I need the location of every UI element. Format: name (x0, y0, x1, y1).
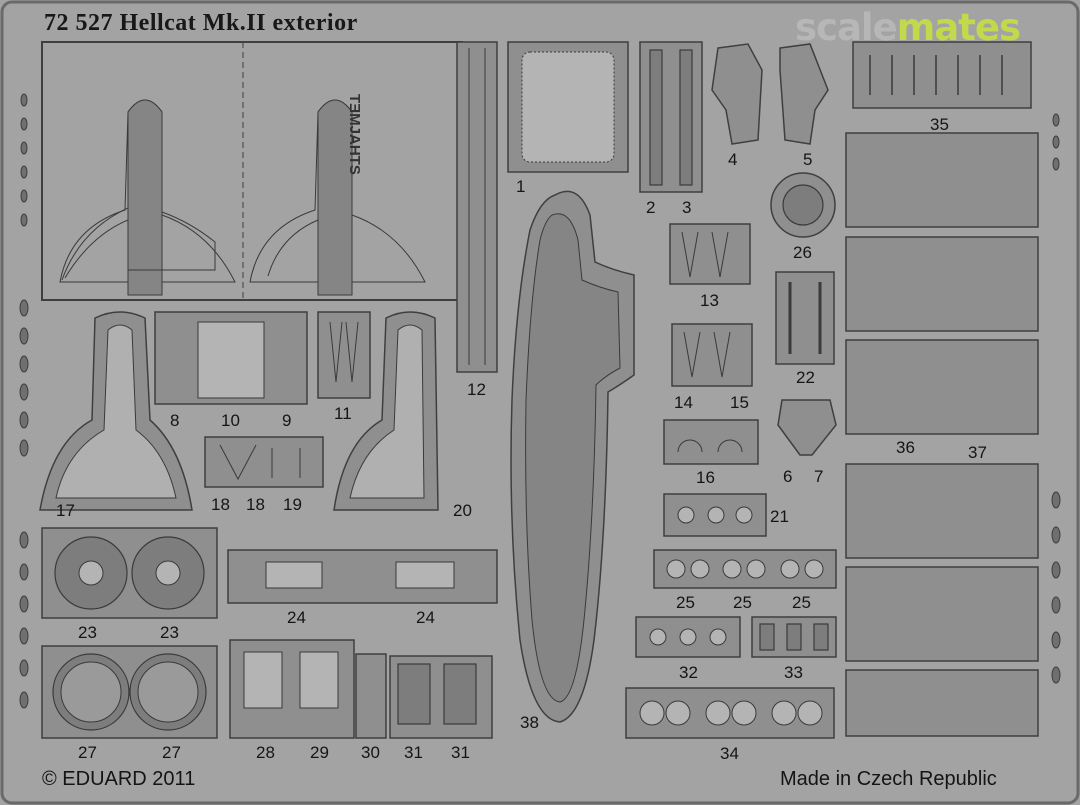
label-12: 12 (467, 380, 486, 399)
fret-title: 72 527 Hellcat Mk.II exterior (44, 10, 358, 36)
label-3: 3 (682, 198, 692, 217)
part-14-15 (671, 323, 753, 387)
label-18a: 18 (211, 495, 230, 514)
label-23a: 23 (78, 623, 97, 642)
part-4 (711, 43, 763, 145)
part-17 (39, 311, 193, 511)
part-5 (779, 43, 829, 145)
label-32: 32 (679, 663, 698, 682)
label-27b: 27 (162, 743, 181, 762)
label-27a: 27 (78, 743, 97, 762)
part-22 (775, 271, 835, 365)
label-21: 21 (770, 507, 789, 526)
label-34: 34 (720, 744, 739, 763)
label-26: 26 (793, 243, 812, 262)
label-22: 22 (796, 368, 815, 387)
mirrored-label: TƎMJAHTS (346, 94, 363, 175)
label-14: 14 (674, 393, 693, 412)
part-12 (456, 41, 498, 373)
label-37: 37 (968, 443, 987, 462)
part-large-panel (41, 41, 463, 301)
label-25b: 25 (733, 593, 752, 612)
copyright-text: © EDUARD 2011 (42, 768, 196, 790)
logo-part2: mates (896, 6, 1021, 49)
part-28-31 (229, 639, 493, 739)
label-6: 6 (783, 467, 793, 486)
label-10: 10 (221, 411, 240, 430)
label-38: 38 (520, 713, 539, 732)
part-25 (653, 549, 837, 589)
part-16 (663, 419, 759, 465)
label-16: 16 (696, 468, 715, 487)
part-18-19 (204, 436, 324, 488)
label-9: 9 (282, 411, 292, 430)
label-20: 20 (453, 501, 472, 520)
part-34 (625, 687, 835, 739)
part-38 (510, 190, 635, 723)
label-2: 2 (646, 198, 656, 217)
label-24b: 24 (416, 608, 435, 627)
part-33 (751, 616, 837, 658)
part-35 (852, 41, 1032, 109)
label-11: 11 (334, 404, 352, 423)
label-18b: 18 (246, 495, 265, 514)
label-31b: 31 (451, 743, 470, 762)
label-8: 8 (170, 411, 180, 430)
left-sprue-drops (19, 93, 29, 709)
label-24a: 24 (287, 608, 306, 627)
label-35: 35 (930, 115, 949, 134)
label-17: 17 (56, 501, 75, 520)
label-15: 15 (730, 393, 749, 412)
part-26 (770, 172, 836, 238)
label-19: 19 (283, 495, 302, 514)
label-13: 13 (700, 291, 719, 310)
label-7: 7 (814, 467, 824, 486)
part-2-3 (639, 41, 703, 193)
label-29: 29 (310, 743, 329, 762)
label-31a: 31 (404, 743, 423, 762)
label-28: 28 (256, 743, 275, 762)
origin-text: Made in Czech Republic (780, 768, 997, 790)
part-20 (333, 311, 439, 511)
logo-part1: scale (795, 6, 898, 49)
label-25c: 25 (792, 593, 811, 612)
part-6-7 (777, 399, 837, 456)
part-11 (317, 311, 371, 399)
part-1 (507, 41, 629, 173)
label-5: 5 (803, 150, 813, 169)
label-23b: 23 (160, 623, 179, 642)
part-21 (663, 493, 767, 537)
label-30: 30 (361, 743, 380, 762)
part-23 (41, 527, 218, 619)
part-8-9-10 (154, 311, 308, 405)
label-1: 1 (516, 177, 526, 196)
part-13 (669, 223, 751, 285)
right-sprue-drops (1051, 113, 1061, 684)
label-36: 36 (896, 438, 915, 457)
label-33: 33 (784, 663, 803, 682)
part-27 (41, 645, 218, 739)
label-25a: 25 (676, 593, 695, 612)
label-4: 4 (728, 150, 738, 169)
part-32 (635, 616, 741, 658)
panels-36-37 (845, 132, 1039, 737)
part-24 (227, 549, 498, 604)
scalemates-logo: scalemates (795, 6, 1021, 49)
